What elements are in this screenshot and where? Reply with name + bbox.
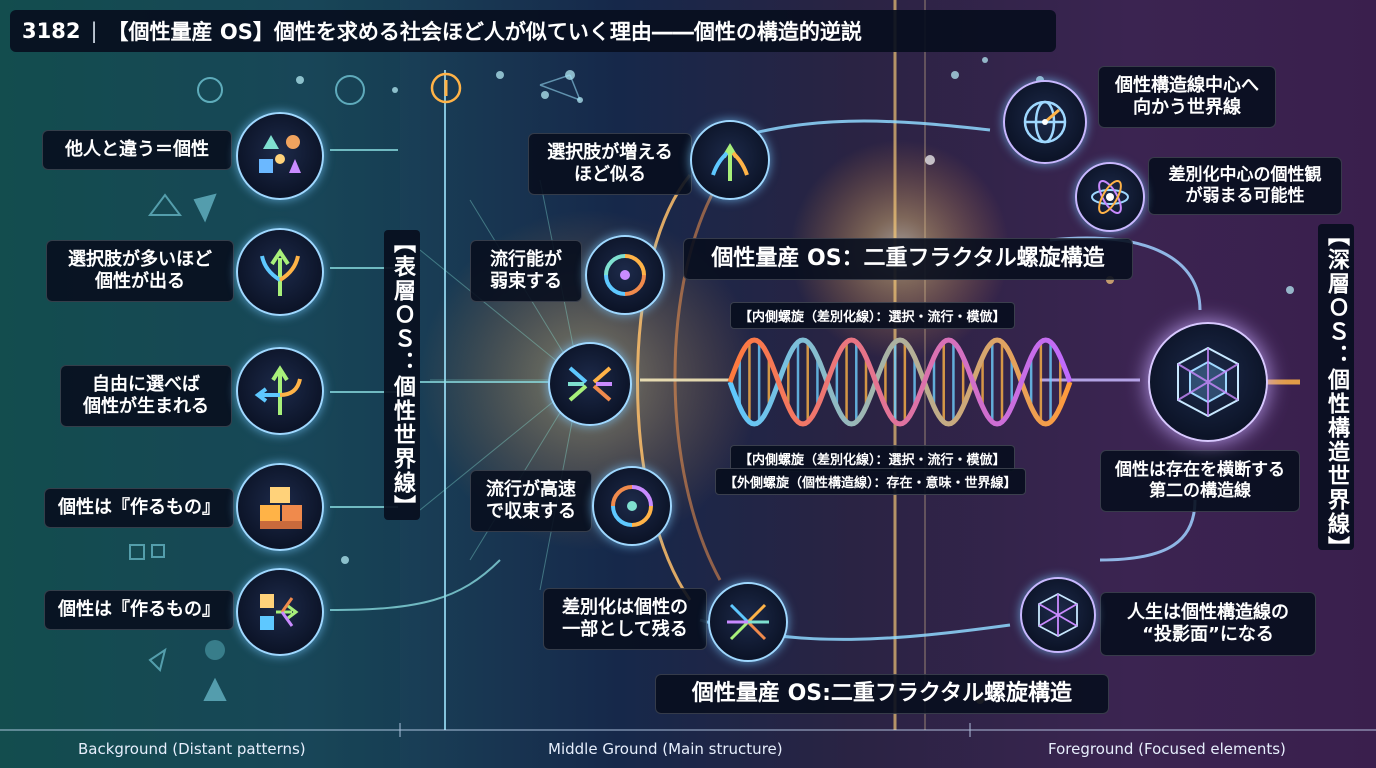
right-item-2: 差別化中心の個性観 が弱まる可能性 xyxy=(1148,157,1342,215)
left-item-5: 個性は『作るもの』 xyxy=(44,590,234,630)
center-converge-icon xyxy=(548,342,632,426)
title-number: 3182 xyxy=(22,19,81,43)
middle-item-2-line-2: 弱束する xyxy=(490,271,562,292)
middle-item-1-line-2: ほど似る xyxy=(574,164,646,185)
right-item-4-line-2: “投影面”になる xyxy=(1142,624,1274,645)
middle-item-2: 流行能が 弱束する xyxy=(470,240,582,302)
helix-inner-strand xyxy=(727,337,1073,427)
footer-middle-label: Middle Ground (Main structure) xyxy=(548,740,783,758)
blocks-icon xyxy=(236,463,324,551)
middle-item-4-line-1: 差別化は個性の xyxy=(562,596,688,618)
left-item-1: 他人と違う＝個性 xyxy=(42,130,232,170)
swirl-icon xyxy=(585,235,665,315)
middle-item-2-line-1: 流行能が xyxy=(490,248,562,270)
right-item-2-line-2: が弱まる可能性 xyxy=(1185,186,1305,206)
geodesic-icon xyxy=(1020,577,1096,653)
middle-item-3-line-2: で収束する xyxy=(486,501,576,522)
double-helix xyxy=(727,337,1073,427)
surface-os-label: 【表層ＯＳ：個性世界線】 xyxy=(384,230,420,520)
right-item-1-line-1: 個性構造線中心へ xyxy=(1115,74,1259,96)
bottom-title-text: 個性量産 OS:二重フラクタル螺旋構造 xyxy=(691,681,1073,707)
left-item-2-line-2: 個性が出る xyxy=(95,271,185,292)
helix-label-bottom-1: 【内側螺旋（差別化線）：選択・流行・模倣】 xyxy=(730,445,1015,472)
left-item-3-line-2: 個性が生まれる xyxy=(83,396,209,417)
title-separator: | xyxy=(90,19,98,43)
converging-arrows-icon xyxy=(690,120,770,200)
left-item-3: 自由に選べば 個性が生まれる xyxy=(60,365,232,427)
left-item-2-line-1: 選択肢が多いほど xyxy=(68,248,212,270)
right-item-3: 個性は存在を横断する 第二の構造線 xyxy=(1100,450,1300,512)
left-item-2: 選択肢が多いほど 個性が出る xyxy=(46,240,234,302)
left-item-1-line-1: 他人と違う＝個性 xyxy=(65,138,209,160)
middle-item-4-line-2: 一部として残る xyxy=(562,619,688,640)
title-text: 【個性量産 OS】個性を求める社会ほど人が似ていく理由――個性の構造的逆説 xyxy=(107,20,862,44)
left-item-5-line-1: 個性は『作るもの』 xyxy=(58,598,220,620)
middle-item-1: 選択肢が増える ほど似る xyxy=(528,133,692,195)
helix-label-top: 【内側螺旋（差別化線）：選択・流行・模倣】 xyxy=(730,302,1015,329)
page-title: 3182 | 【個性量産 OS】個性を求める社会ほど人が似ていく理由――個性の構… xyxy=(10,10,1056,52)
left-item-4-line-1: 個性は『作るもの』 xyxy=(58,496,220,518)
footer-background-label: Background (Distant patterns) xyxy=(78,740,306,758)
middle-item-3-line-1: 流行が高速 xyxy=(486,478,576,500)
right-item-4: 人生は個性構造線の “投影面”になる xyxy=(1100,592,1316,656)
globe-icon xyxy=(1003,80,1087,164)
right-item-4-line-1: 人生は個性構造線の xyxy=(1127,601,1289,623)
middle-item-3: 流行が高速 で収束する xyxy=(470,470,592,532)
geodesic-icon xyxy=(1148,322,1268,442)
right-item-3-line-2: 第二の構造線 xyxy=(1149,481,1251,501)
helix-title-text: 個性量産 OS：二重フラクタル螺旋構造 xyxy=(711,246,1105,272)
right-item-1-line-2: 向かう世界線 xyxy=(1133,97,1241,118)
right-item-2-line-1: 差別化中心の個性観 xyxy=(1168,164,1322,185)
left-item-3-line-1: 自由に選べば xyxy=(92,373,200,395)
left-item-4: 個性は『作るもの』 xyxy=(44,488,234,528)
footer-foreground-label: Foreground (Focused elements) xyxy=(1048,740,1286,758)
branching-arrows-icon xyxy=(236,228,324,316)
atom-icon xyxy=(1075,162,1145,232)
deep-os-label: 【深層ＯＳ：個性構造世界線】 xyxy=(1318,224,1354,560)
scatter-arrows-icon xyxy=(708,582,788,662)
bottom-title: 個性量産 OS:二重フラクタル螺旋構造 xyxy=(655,674,1109,714)
swirl-icon xyxy=(592,466,672,546)
helix-outer-strand xyxy=(727,337,1073,427)
middle-item-4: 差別化は個性の 一部として残る xyxy=(543,588,707,650)
helix-label-bottom-2: 【外側螺旋（個性構造線）：存在・意味・世界線】 xyxy=(715,468,1026,495)
right-item-1: 個性構造線中心へ 向かう世界線 xyxy=(1098,66,1276,128)
right-item-3-line-1: 個性は存在を横断する xyxy=(1115,459,1285,480)
cubes-flow-icon xyxy=(236,568,324,656)
helix-title: 個性量産 OS：二重フラクタル螺旋構造 xyxy=(683,238,1133,280)
middle-item-1-line-1: 選択肢が増える xyxy=(547,141,673,163)
split-arrows-icon xyxy=(236,347,324,435)
shapes-icon xyxy=(236,112,324,200)
